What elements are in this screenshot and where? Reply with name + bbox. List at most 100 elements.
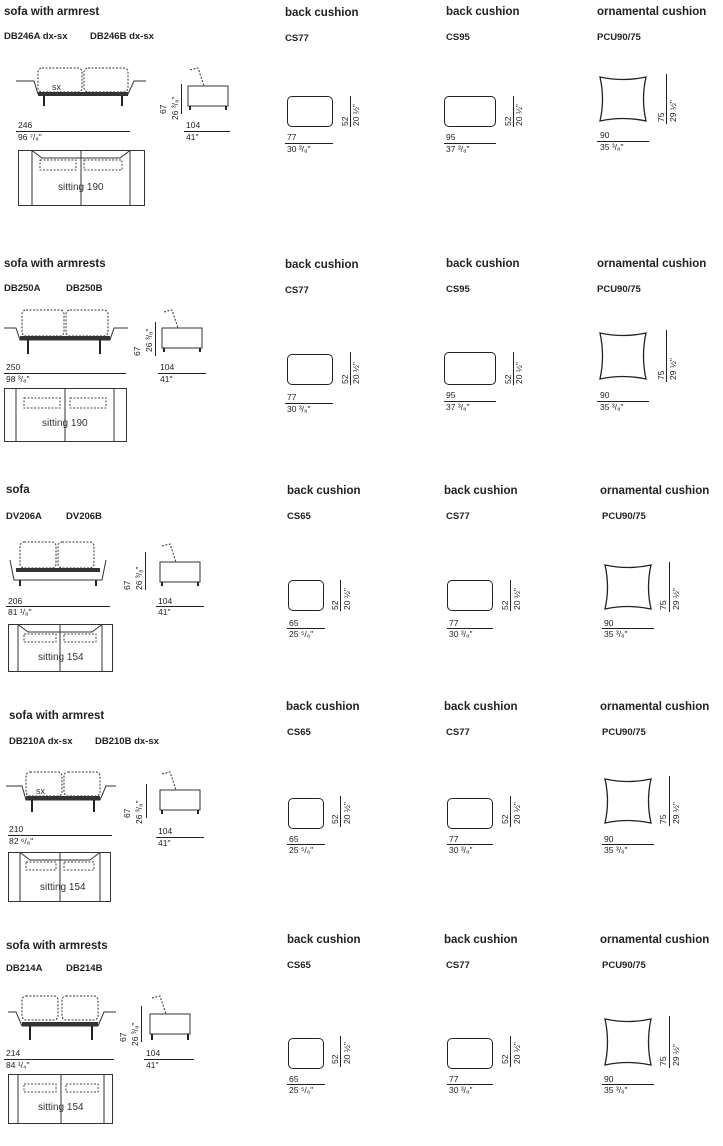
height-in: 26 ³/₈" [130, 1022, 140, 1046]
back-cushion-drawing [447, 1038, 493, 1069]
cushion-h-line [669, 1016, 670, 1068]
width-cm: 214 [6, 1048, 21, 1058]
height-in: 26 ³/₈" [170, 96, 180, 120]
product-row: sofa with armrests DB214A DB214B 214 84 … [0, 920, 723, 1146]
cushion-w-in: 25 ⁵/₈" [289, 1085, 314, 1095]
cushion-code: PCU90/75 [597, 32, 641, 43]
cushion-title: ornamental cushion [597, 6, 707, 18]
sofa-title: sofa with armrest [9, 710, 105, 722]
cushion-h-in: 20 ½" [342, 1042, 352, 1064]
height-in: 26 ³/₈" [144, 328, 154, 352]
depth-in: 41" [160, 374, 173, 384]
back-cushion-drawing [288, 580, 324, 611]
sofa-code-a: DB246A dx-sx [4, 31, 68, 42]
cushion-title: back cushion [444, 701, 518, 713]
cushion-title: back cushion [287, 485, 361, 497]
cushion-h-in: 20 ½" [512, 588, 522, 610]
depth-line [156, 606, 204, 607]
cushion-w-in: 37 ³/₈" [446, 144, 470, 154]
cushion-w-cm: 90 [600, 130, 610, 140]
depth-cm: 104 [158, 826, 173, 836]
cushion-w-cm: 65 [289, 834, 299, 844]
cushion-w-line [285, 143, 333, 144]
height-in: 26 ³/₈" [134, 800, 144, 824]
cushion-w-line [444, 143, 496, 144]
back-cushion-drawing [287, 96, 333, 127]
cushion-code: CS77 [285, 33, 309, 44]
back-cushion-drawing [287, 354, 333, 385]
cushion-h-in: 29 ½" [671, 588, 681, 610]
sofa-side-view [187, 67, 229, 110]
cushion-h-line [513, 352, 514, 385]
height-line [146, 784, 147, 818]
back-cushion-drawing [447, 798, 493, 829]
cushion-h-cm: 52 [500, 600, 510, 610]
sofa-front-view [16, 67, 146, 106]
cushion-w-in: 30 ³/₈" [287, 144, 311, 154]
height-cm: 67 [122, 580, 132, 590]
sofa-side-view [149, 995, 191, 1040]
depth-in: 41" [158, 607, 171, 617]
height-line [155, 322, 156, 356]
cushion-w-line [602, 1084, 654, 1085]
height-cm: 67 [132, 346, 142, 356]
sofa-front-view [9, 541, 107, 586]
sofa-top-view [8, 624, 113, 672]
sitting-label: sitting 154 [38, 652, 84, 663]
cushion-title: back cushion [287, 934, 361, 946]
cushion-w-line [287, 844, 325, 845]
width-line [6, 606, 110, 607]
cushion-w-line [597, 401, 649, 402]
cushion-title: back cushion [285, 7, 359, 19]
ornamental-cushion-drawing [599, 76, 647, 122]
sofa-front-view [4, 309, 128, 354]
cushion-code: CS95 [446, 284, 470, 295]
depth-cm: 104 [146, 1048, 161, 1058]
sofa-code-a: DV206A [6, 511, 42, 522]
cushion-w-cm: 90 [600, 390, 610, 400]
sofa-code-a: DB210A dx-sx [9, 736, 73, 747]
cushion-h-cm: 52 [330, 814, 340, 824]
cushion-w-cm: 65 [289, 618, 299, 628]
sofa-code-b: DB210B dx-sx [95, 736, 159, 747]
cushion-w-in: 30 ³/₈" [449, 845, 473, 855]
cushion-code: PCU90/75 [602, 960, 646, 971]
sofa-code-a: DB214A [6, 963, 43, 974]
cushion-h-cm: 75 [656, 370, 666, 380]
depth-in: 41" [158, 838, 171, 848]
seat-label: sx [52, 82, 61, 92]
depth-line [144, 1059, 194, 1060]
cushion-title: back cushion [285, 259, 359, 271]
cushion-w-cm: 95 [446, 390, 456, 400]
cushion-h-cm: 75 [658, 1056, 668, 1066]
sitting-label: sitting 190 [58, 182, 104, 193]
depth-in: 41" [146, 1060, 159, 1070]
cushion-h-line [513, 96, 514, 127]
sofa-title: sofa with armrests [6, 940, 108, 952]
sofa-title: sofa with armrest [4, 6, 100, 18]
cushion-h-line [340, 1036, 341, 1067]
cushion-h-line [669, 562, 670, 612]
cushion-code: CS77 [446, 960, 470, 971]
cushion-code: CS65 [287, 727, 311, 738]
ornamental-cushion-drawing [604, 778, 652, 824]
ornamental-cushion-drawing [604, 564, 652, 610]
cushion-h-cm: 52 [500, 814, 510, 824]
product-row: sofa DV206A DV206B 206 81 ¹/₈" 67 26 ³/₈… [0, 478, 723, 704]
back-cushion-drawing [288, 798, 324, 829]
sofa-top-view [8, 1074, 113, 1124]
height-line [145, 552, 146, 590]
cushion-h-in: 20 ½" [512, 802, 522, 824]
cushion-h-cm: 52 [340, 374, 350, 384]
cushion-code: PCU90/75 [597, 284, 641, 295]
cushion-h-cm: 52 [330, 600, 340, 610]
sofa-top-view [18, 150, 145, 206]
cushion-code: CS95 [446, 32, 470, 43]
cushion-code: CS65 [287, 960, 311, 971]
width-line [16, 131, 130, 132]
ornamental-cushion-drawing [599, 332, 647, 380]
depth-line [184, 131, 230, 132]
cushion-h-line [350, 96, 351, 127]
cushion-h-line [510, 1036, 511, 1067]
cushion-w-line [447, 1084, 493, 1085]
